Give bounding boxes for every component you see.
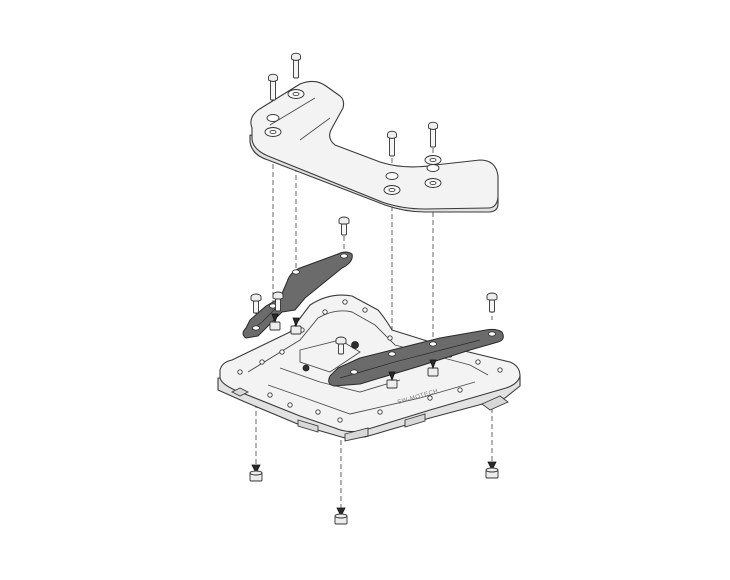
rack-slot [230,387,250,397]
right-bracket-body [328,328,504,387]
rack-slot [297,419,319,433]
lock-nuts [269,313,439,389]
top-plate-body [250,80,499,210]
rack-slot [481,395,509,411]
right-adapter-bracket [328,328,504,387]
nut-icon [290,317,302,335]
plate-hole [385,172,399,180]
washer-icon [264,127,282,137]
bottom-nuts [249,461,499,525]
top-rack-plate [249,80,499,213]
washer-icon [287,89,305,99]
washer-icon [424,155,442,165]
screw-icon [428,121,438,148]
left-bracket-body [242,251,353,339]
plate-hole [426,164,440,172]
rack-slot [344,427,369,442]
screw-icon [291,52,301,79]
nut-icon [334,507,348,525]
screw-icon [335,336,347,355]
nut-icon [269,313,281,331]
nut-icon [249,464,263,482]
nut-icon [427,359,439,377]
screw-icon [272,291,284,312]
rack-slot [404,413,426,428]
washer-icon [424,178,442,188]
plate-hole [266,114,280,122]
screw-icon [268,73,278,101]
screw-icon [486,292,498,313]
screw-icon [338,216,350,236]
middle-screws [250,216,498,355]
nut-icon [386,371,398,389]
screw-icon [387,130,397,157]
washer-icon [383,185,401,195]
nut-icon [485,461,499,479]
left-adapter-bracket [242,251,353,339]
screw-icon [250,293,262,314]
top-screws [264,52,442,195]
